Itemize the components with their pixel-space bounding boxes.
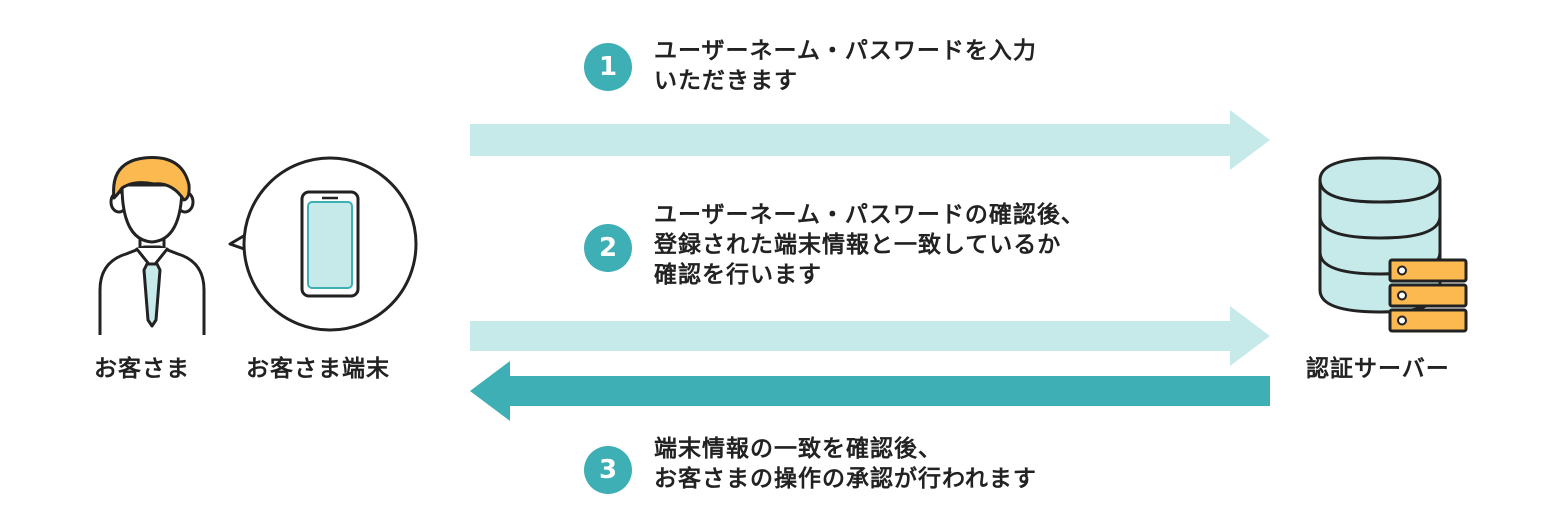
step-3-line-1: 端末情報の一致を確認後、	[654, 436, 942, 462]
step-3-text: 端末情報の一致を確認後、 お客さまの操作の承認が行われます	[654, 434, 1037, 494]
customer-label: お客さま	[94, 356, 190, 382]
step-2-line-2: 登録された端末情報と一致しているか	[654, 232, 1062, 258]
server-label: 認証サーバー	[1306, 356, 1450, 382]
arrow-2-right	[470, 306, 1270, 366]
step-1-line-1: ユーザーネーム・パスワードを入力	[654, 38, 1037, 64]
arrow-3-left	[470, 361, 1270, 421]
database-server-icon	[1318, 156, 1468, 333]
speech-bubble	[228, 156, 418, 332]
step-2-line-3: 確認を行います	[654, 262, 822, 288]
step-1-text: ユーザーネーム・パスワードを入力 いただきます	[654, 36, 1037, 96]
device-label: お客さま端末	[246, 356, 390, 382]
step-3-badge: 3	[584, 446, 632, 494]
step-2-line-1: ユーザーネーム・パスワードの確認後、	[654, 202, 1085, 228]
step-1-badge: 1	[584, 43, 632, 91]
step-3-line-2: お客さまの操作の承認が行われます	[654, 466, 1037, 492]
step-2-text: ユーザーネーム・パスワードの確認後、 登録された端末情報と一致しているか 確認を…	[654, 200, 1085, 290]
server-rack-icon	[1388, 258, 1468, 333]
person-icon	[98, 156, 206, 335]
smartphone-icon	[300, 190, 360, 298]
arrow-1-right	[470, 110, 1270, 170]
step-2-badge: 2	[584, 224, 632, 272]
step-1-line-2: いただきます	[654, 68, 798, 94]
